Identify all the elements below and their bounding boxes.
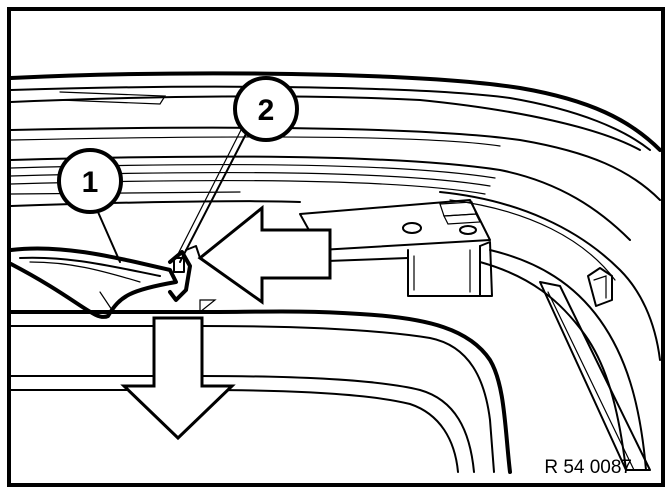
- leader-line-1: [97, 211, 121, 263]
- callout-1-label: 1: [82, 166, 99, 199]
- figure-reference-number: R 54 0087: [544, 457, 632, 478]
- callout-2: 2: [233, 76, 299, 142]
- leader-line-2: [179, 129, 249, 263]
- figure-frame: [7, 7, 665, 487]
- sill-member: [9, 299, 512, 474]
- left-direction-arrow: [197, 204, 332, 305]
- retaining-clip-part-2: [168, 245, 201, 302]
- trim-strip-part-1: [9, 246, 178, 319]
- callout-2-label: 2: [258, 94, 275, 127]
- door-frame-channel: [479, 249, 651, 471]
- callout-1: 1: [57, 148, 123, 214]
- roof-trim-lines: [9, 71, 662, 361]
- leader-line-2b: [175, 127, 243, 259]
- down-direction-arrow: [120, 316, 236, 441]
